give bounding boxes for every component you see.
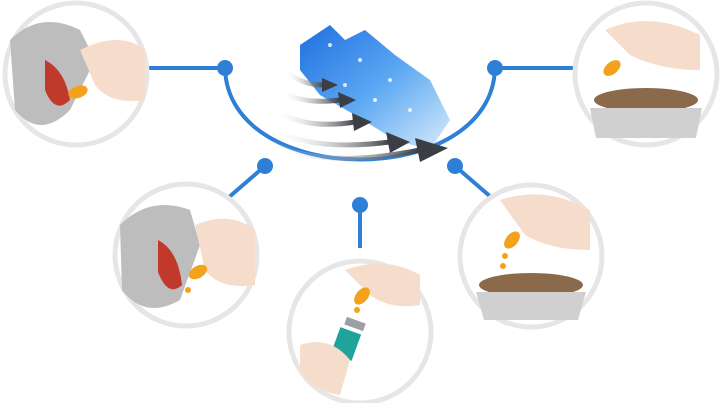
food-bowl-drops-icon [457, 182, 605, 330]
connector-nodes [217, 60, 503, 213]
food-bowl-capsule-icon [572, 0, 720, 148]
node [447, 158, 463, 174]
dropper-bottle-icon [286, 258, 434, 403]
body-absorption-icon [270, 25, 450, 162]
cat-mouth-capsule-icon [2, 0, 150, 148]
connector-line-mid-left [226, 164, 267, 200]
node [217, 60, 233, 76]
node [352, 197, 368, 213]
node [487, 60, 503, 76]
connector-line-mid-right [453, 164, 494, 200]
cat-mouth-drops-icon [112, 181, 260, 329]
node [257, 158, 273, 174]
